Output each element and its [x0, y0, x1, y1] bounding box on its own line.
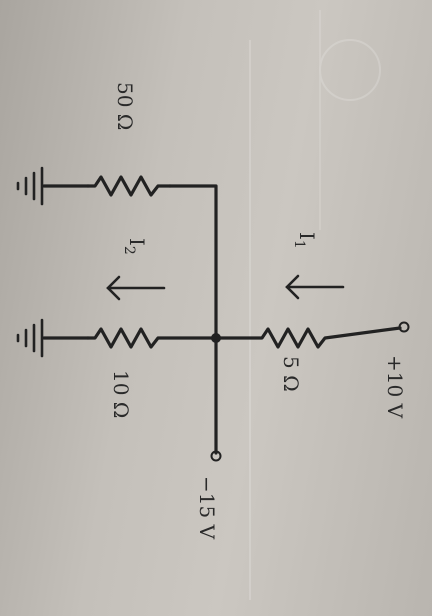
resistor-5-label: 5 Ω — [279, 356, 303, 392]
current-i1-label: I1 — [291, 232, 319, 249]
arrow-icon — [285, 274, 345, 300]
terminal-icon — [210, 450, 222, 462]
resistor-icon — [86, 175, 172, 197]
arrow-icon — [106, 275, 166, 301]
resistor-50-label: 50 Ω — [113, 82, 137, 130]
voltage-positive-label: +10 V — [383, 355, 407, 419]
current-i2-label: I2 — [121, 238, 149, 255]
voltage-negative-label: −15 V — [195, 476, 219, 540]
ground-icon — [16, 166, 90, 206]
resistor-icon — [214, 326, 402, 349]
ground-icon — [16, 318, 90, 358]
background-texture — [249, 10, 381, 600]
terminal-icon — [398, 321, 410, 333]
resistor-10-label: 10 Ω — [109, 370, 133, 418]
resistor-icon — [86, 327, 218, 349]
wire-top — [168, 184, 218, 455]
